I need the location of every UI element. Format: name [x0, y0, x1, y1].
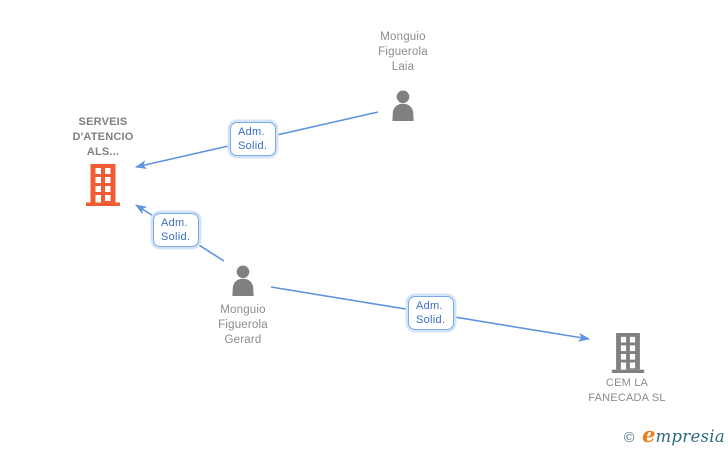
label-line: Figuerola	[218, 319, 268, 331]
node-label-cem[interactable]: CEM LA FANECADA SL	[557, 376, 697, 406]
label-line: Gerard	[224, 334, 262, 346]
edge-label-line: Adm.	[416, 300, 443, 312]
edge-label-line: Solid.	[238, 139, 268, 152]
empresia-logo[interactable]: © empresia	[622, 422, 725, 447]
edge-label-line: Adm.	[161, 217, 188, 229]
edge-label-line: Solid.	[161, 230, 191, 243]
brand-initial: e	[642, 422, 656, 447]
node-label-gerard[interactable]: Monguio Figuerola Gerard	[183, 303, 303, 348]
edge-label-adm-solid-1: Adm. Solid.	[230, 122, 276, 156]
empresia-brand-text: empresia	[642, 422, 725, 447]
edge-label-adm-solid-3: Adm. Solid.	[408, 296, 454, 330]
person-icon-laia[interactable]	[388, 90, 418, 126]
label-line: ALS...	[86, 146, 120, 158]
label-line: SERVEIS	[78, 116, 128, 128]
label-line: Monguio	[380, 31, 426, 43]
brand-rest: mpresia	[655, 427, 725, 446]
building-icon-cem[interactable]	[611, 333, 645, 378]
copyright-icon: ©	[622, 430, 637, 446]
edge-label-adm-solid-2: Adm. Solid.	[153, 213, 199, 247]
label-line: Figuerola	[378, 46, 428, 58]
label-line: FANECADA SL	[588, 392, 666, 404]
edge-label-line: Adm.	[238, 126, 265, 138]
label-line: Monguio	[220, 304, 266, 316]
label-line: Laia	[391, 61, 415, 73]
node-label-serveis[interactable]: SERVEIS D'ATENCIO ALS...	[43, 115, 163, 160]
node-label-laia[interactable]: Monguio Figuerola Laia	[343, 30, 463, 75]
building-icon-serveis[interactable]	[86, 164, 120, 211]
label-line: D'ATENCIO	[72, 131, 134, 143]
label-line: CEM LA	[605, 377, 649, 389]
edge-label-line: Solid.	[416, 313, 446, 326]
person-icon-gerard[interactable]	[228, 265, 258, 301]
